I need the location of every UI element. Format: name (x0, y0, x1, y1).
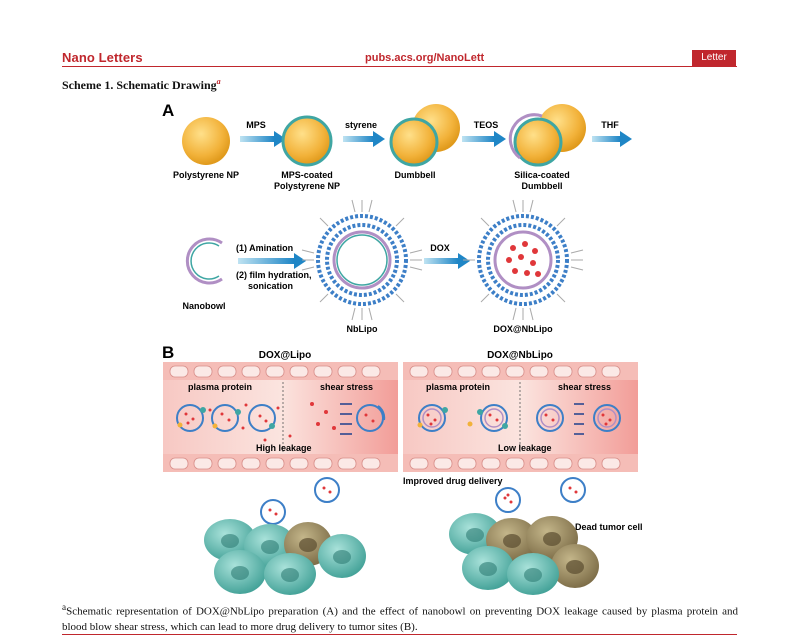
polystyrene-np-sphere (182, 117, 230, 165)
footnote-marker[interactable]: a (216, 77, 221, 86)
arrow-thf (592, 136, 620, 142)
nanobowl-shape (185, 237, 223, 285)
step-styrene: styrene (345, 120, 377, 130)
step-thf: THF (601, 120, 619, 130)
arrow-styrene-head (373, 131, 385, 147)
right-shear-stress: shear stress (558, 382, 611, 392)
arrow-thf-head (620, 131, 632, 147)
scheme-caption: aSchematic representation of DOX@NbLipo … (62, 600, 738, 635)
arrow-mps (240, 136, 274, 142)
scheme-title: Scheme 1. Schematic Drawinga (62, 77, 221, 93)
dox-nblipo-liposome (463, 199, 584, 321)
blood-vessel-left (163, 362, 398, 472)
label-dox-nblipo: DOX@NbLipo (493, 324, 553, 334)
label-mps-coated-2: Polystyrene NP (274, 181, 340, 191)
panel-b-label: B (162, 343, 174, 362)
arrow-dox-head (458, 253, 470, 269)
process-film-hydration: (2) film hydration, (236, 270, 312, 280)
arrow-dox (424, 258, 458, 264)
arrow-teos-head (494, 131, 506, 147)
tumor-cells-left (204, 519, 366, 595)
process-amination: (1) Amination (236, 243, 293, 253)
label-dumbbell: Dumbbell (394, 170, 435, 180)
title-dox-nblipo: DOX@NbLipo (487, 350, 553, 361)
process-sonication: sonication (248, 281, 293, 291)
scheme-figure: A Polystyrene NP MPS MPS-coated Polystyr… (162, 101, 643, 595)
silica-dumbbell-sphere-1 (513, 117, 563, 167)
step-mps: MPS (246, 120, 266, 130)
dead-tumor-cell-label: Dead tumor cell (575, 522, 643, 532)
footer-rule (62, 634, 737, 635)
arrow-process-head (294, 253, 306, 269)
arrow-styrene (343, 136, 373, 142)
panel-a-label: A (162, 101, 174, 120)
improved-delivery: Improved drug delivery (403, 476, 503, 486)
dumbbell-sphere-1 (389, 117, 439, 167)
step-teos: TEOS (474, 120, 499, 130)
arrow-process (238, 258, 294, 264)
label-nblipo: NbLipo (347, 324, 378, 334)
nblipo-liposome (301, 199, 423, 321)
title-dox-lipo: DOX@Lipo (259, 350, 312, 361)
article-type-badge: Letter (692, 50, 736, 66)
low-leakage: Low leakage (498, 443, 552, 453)
label-silica-coated-2: Dumbbell (521, 181, 562, 191)
high-leakage: High leakage (256, 443, 312, 453)
caption-text: Schematic representation of DOX@NbLipo p… (62, 605, 738, 633)
label-silica-coated: Silica-coated (514, 170, 570, 180)
arrow-mps-head (274, 131, 286, 147)
label-nanobowl: Nanobowl (183, 301, 226, 311)
arrow-teos (462, 136, 494, 142)
label-mps-coated: MPS-coated (281, 170, 333, 180)
right-plasma-protein: plasma protein (426, 382, 490, 392)
floating-liposomes (260, 477, 586, 525)
mps-coated-sphere (281, 115, 333, 167)
tumor-cells-right (449, 513, 599, 595)
nanobowl-inner (190, 242, 220, 280)
left-shear-stress: shear stress (320, 382, 373, 392)
journal-name: Nano Letters (62, 50, 143, 65)
label-polystyrene-np: Polystyrene NP (173, 170, 239, 180)
scheme-title-text: Scheme 1. Schematic Drawing (62, 78, 217, 92)
header-rule (62, 66, 737, 67)
blood-vessel-right (403, 362, 638, 472)
step-dox: DOX (430, 243, 450, 253)
caption-marker: a (62, 602, 67, 612)
silica-shell (508, 113, 543, 160)
left-plasma-protein: plasma protein (188, 382, 252, 392)
journal-url[interactable]: pubs.acs.org/NanoLett (365, 52, 485, 64)
